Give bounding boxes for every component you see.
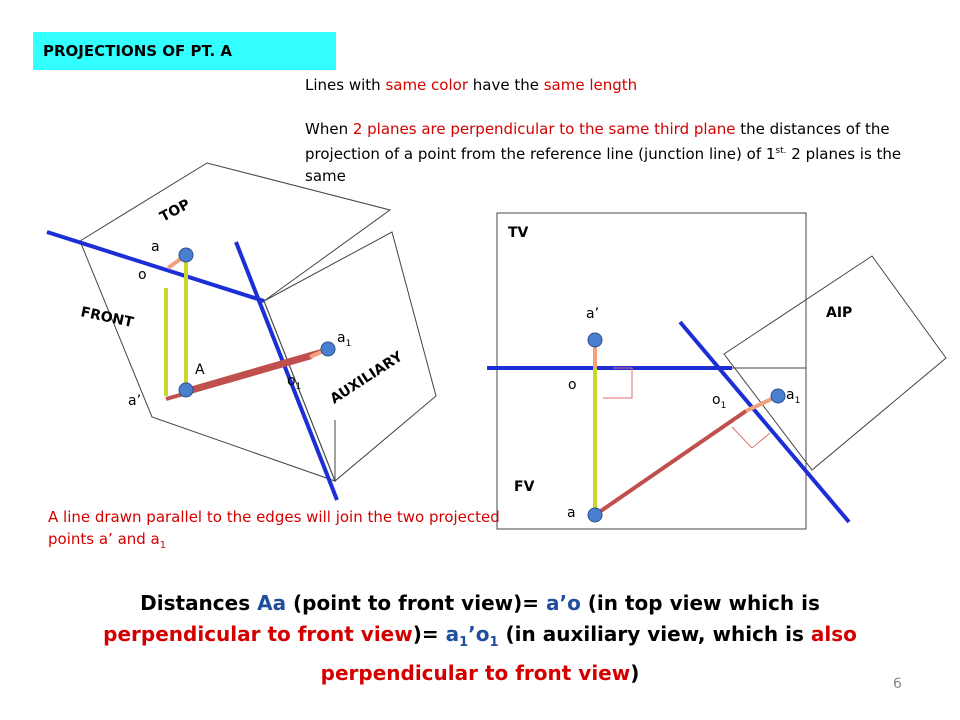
summary-part: a’o (545, 591, 581, 615)
rule-part: the distances of the projection of a poi… (305, 120, 890, 163)
summary-subscript: 1 (489, 635, 499, 650)
right-angle-mark-o (603, 367, 633, 399)
rule-part: When (305, 120, 353, 138)
summary-subscript: 1 (459, 635, 469, 650)
auxiliary-plane-label: AUXILIARY (327, 348, 406, 407)
top-plane (78, 162, 392, 302)
label-a1-sub: 1 (346, 339, 352, 349)
rule-part: A line drawn parallel to the edges will … (48, 508, 500, 548)
label-a1: a1 (786, 387, 800, 406)
rule-superscript: st. (775, 146, 787, 156)
front-auxiliary-reference-line (234, 241, 339, 501)
distance-summary: Distances Aa (point to front view)= a’o … (40, 588, 920, 689)
perpendicular-rule-note: When 2 planes are perpendicular to the s… (305, 118, 945, 187)
label-a1-letter: a (337, 330, 346, 346)
summary-part: a (445, 622, 460, 646)
projector-a-o1 (593, 409, 748, 517)
label-a: a (151, 239, 160, 255)
right-angle-mark-o1 (731, 426, 771, 449)
label-a1-letter: a (786, 387, 795, 403)
summary-part: also perpendicular to front view (320, 622, 857, 685)
label-a: a (567, 505, 576, 521)
label-a-prime: a’ (128, 393, 141, 409)
slide-title: PROJECTIONS OF PT. A (33, 32, 336, 70)
point-a1 (320, 341, 336, 357)
point-a1 (770, 388, 786, 404)
summary-part: perpendicular to front view (103, 622, 413, 646)
right-orthographic-diagram: TV FV AIP a’ o a o1 a1 (487, 212, 947, 530)
rule-part: 2 planes is the same (305, 145, 902, 185)
left-pictorial-diagram: TOP FRONT AUXILIARY a o A a’ a1 o1 (46, 162, 437, 501)
summary-part: ’o (468, 622, 490, 646)
fv-label: FV (514, 479, 535, 495)
point-a-prime (587, 332, 603, 348)
summary-part: (point to front view)= (286, 591, 546, 615)
label-o1: o1 (712, 392, 726, 411)
label-a1-sub: 1 (795, 396, 801, 406)
aip-label: AIP (826, 305, 852, 321)
fv-plane (496, 367, 807, 530)
label-o1-letter: o (287, 373, 296, 389)
rule-part: 2 planes are perpendicular to the same t… (352, 120, 736, 138)
top-plane-label: TOP (157, 197, 193, 226)
color-rule-part: Lines with (305, 76, 386, 94)
line-A-to-a1 (185, 347, 329, 392)
parallel-rule-note: A line drawn parallel to the edges will … (48, 506, 508, 557)
x1y1-reference-line (678, 320, 851, 524)
point-A (178, 382, 194, 398)
tv-plane (496, 212, 807, 369)
label-a1: a1 (337, 330, 351, 349)
point-a (587, 507, 603, 523)
summary-part: Aa (257, 591, 287, 615)
color-rule-part: have the (468, 76, 544, 94)
label-o: o (138, 267, 147, 283)
label-o1-sub: 1 (296, 382, 302, 392)
aip-plane (723, 255, 947, 471)
label-o1-letter: o (712, 392, 721, 408)
tv-label: TV (508, 225, 529, 241)
label-o: o (568, 377, 577, 393)
summary-part: (in top view which is (580, 591, 820, 615)
color-rule-part: same length (543, 76, 638, 94)
label-A: A (195, 362, 205, 378)
auxiliary-plane (263, 231, 437, 482)
summary-part: (in auxiliary view, which is (498, 622, 811, 646)
page-number: 6 (893, 676, 902, 692)
color-rule-part: same color (385, 76, 468, 94)
top-front-reference-line (46, 230, 265, 303)
summary-part: ) (630, 661, 640, 685)
point-a-top (178, 247, 194, 263)
label-o1-sub: 1 (721, 401, 727, 411)
color-rule-note: Lines with same color have the same leng… (305, 74, 945, 96)
rule-subscript: 1 (159, 540, 167, 551)
label-o1: o1 (287, 373, 301, 392)
label-a-prime: a’ (586, 306, 599, 322)
summary-part: Distances (140, 591, 258, 615)
summary-part: )= (412, 622, 446, 646)
